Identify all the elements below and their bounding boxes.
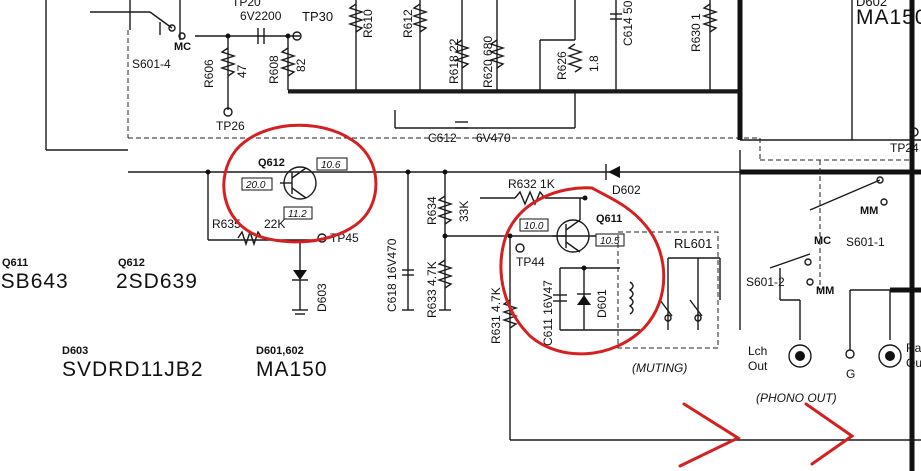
phono-out-label: (PHONO OUT): [756, 391, 837, 405]
s601-4-label: S601-4: [132, 57, 171, 71]
r631: R631 4.7K: [489, 287, 519, 344]
tp44-label: TP44: [516, 255, 545, 269]
r626-label: R626: [555, 51, 569, 80]
q612-transistor: Q612 10.6 20.0 11.2: [241, 157, 348, 220]
legend-d601-label: D601,602: [256, 345, 304, 357]
red-circle-q611: [499, 186, 666, 356]
d603-label: D603: [315, 283, 329, 312]
rch-out-label-1: Ra: [906, 341, 921, 355]
r633-label: R633 4.7K: [425, 261, 439, 318]
s601-1-label: S601-1: [846, 235, 885, 249]
legend-d603-part: SVDRD11JB2: [62, 358, 204, 381]
r626-value: 1.8: [587, 55, 601, 72]
red-chevron-1: [678, 402, 742, 468]
mc-top-label: MC: [174, 41, 191, 53]
rch-out-label-2: Ou: [906, 356, 921, 370]
legend-q612-label: Q612: [118, 257, 145, 269]
lch-out-label-2: Out: [748, 359, 768, 373]
cap-6v2200-label: 6V2200: [240, 9, 282, 23]
c612-value: 6V470: [476, 131, 511, 145]
c614-label: C614 50: [621, 0, 635, 46]
q612-label: Q612: [258, 157, 285, 169]
r606-label: R606: [202, 59, 216, 88]
legend-q612-part: 2SD639: [116, 270, 198, 293]
r631-label: R631 4.7K: [489, 287, 503, 344]
middle-wiring: [46, 138, 921, 441]
ma150-top-label: MA150: [856, 6, 921, 29]
r632-label: R632 1K: [508, 177, 555, 191]
d602-top-label: D602: [856, 0, 887, 9]
c618-label: C618 16V470: [385, 238, 399, 312]
q612-box-c: 20.0: [245, 180, 266, 191]
r610-label: R610: [361, 9, 375, 38]
r634-label: R634: [425, 196, 439, 225]
r620-label: R620 680: [481, 36, 495, 88]
c612-label: C612: [428, 131, 457, 145]
r635-d603: R635 22K TP45 D603: [212, 217, 359, 315]
relay-rl601: RL601 (MUTING): [617, 231, 721, 375]
r630-label: R630 1: [689, 13, 703, 52]
q612-box-b: 10.6: [321, 160, 341, 171]
tp24-label: TP24: [890, 141, 919, 155]
d601-label: D601: [595, 289, 609, 318]
r608-label: R608: [267, 55, 281, 84]
r608-value: 82: [294, 58, 308, 72]
r635-label: R635: [212, 217, 241, 231]
c618-r634-r633: C618 16V470 R634 33K R633 4.7K: [385, 195, 471, 318]
tp20-label: TP20: [232, 0, 261, 9]
r632-d602: R632 1K D602: [480, 164, 641, 206]
legend-d603-label: D603: [62, 345, 88, 357]
mm-top-label: MM: [860, 205, 878, 217]
switch-s601: MM MC S601-1 S601-2 MM: [739, 150, 921, 350]
tp26-label: TP26: [216, 119, 245, 133]
switch-s601-4: MC S601-4: [132, 11, 191, 71]
r612-label: R612: [401, 9, 415, 38]
legend-q611-part: 2SB643: [0, 270, 69, 293]
phono-out-jacks: Lch Out G Ra Ou (PHONO OUT): [748, 341, 921, 405]
q611-box-e: 10.5: [600, 236, 620, 247]
r606-value: 47: [235, 64, 249, 78]
rl601-label: RL601: [674, 236, 712, 251]
parts-legend: Q611 2SB643 Q612 2SD639 D603 SVDRD11JB2 …: [0, 257, 328, 381]
q611-transistor: Q611 10.0 10.5 TP44: [515, 198, 625, 269]
q611-label: Q611: [596, 213, 622, 225]
tp30-label: TP30: [302, 9, 333, 24]
top-wiring: [45, 0, 921, 471]
red-annotations: [222, 123, 855, 468]
top-components: TP20 6V2200 TP30 R606 47 R608 82 TP26 R6…: [202, 0, 921, 155]
mc-low-label: MC: [814, 235, 831, 247]
muting-label: (MUTING): [632, 361, 687, 375]
mm-low-label: MM: [816, 285, 834, 297]
legend-q611-label: Q611: [2, 257, 28, 269]
g-label: G: [846, 367, 855, 381]
d602-label: D602: [612, 183, 641, 197]
c611-label: C611 16V47: [541, 280, 555, 346]
lch-out-label-1: Lch: [748, 344, 767, 358]
q612-box-e: 11.2: [288, 209, 307, 220]
r635-value: 22K: [264, 217, 285, 231]
legend-d601-part: MA150: [256, 358, 328, 381]
red-chevron-2: [804, 402, 855, 466]
q611-box-b: 10.0: [524, 221, 544, 232]
red-circle-q612: [222, 123, 378, 244]
r618-label: R618 22: [447, 38, 461, 84]
s601-2-label: S601-2: [746, 275, 785, 289]
c611-d601: C611 16V47 D601: [541, 265, 640, 346]
r634-value: 33K: [457, 201, 471, 222]
